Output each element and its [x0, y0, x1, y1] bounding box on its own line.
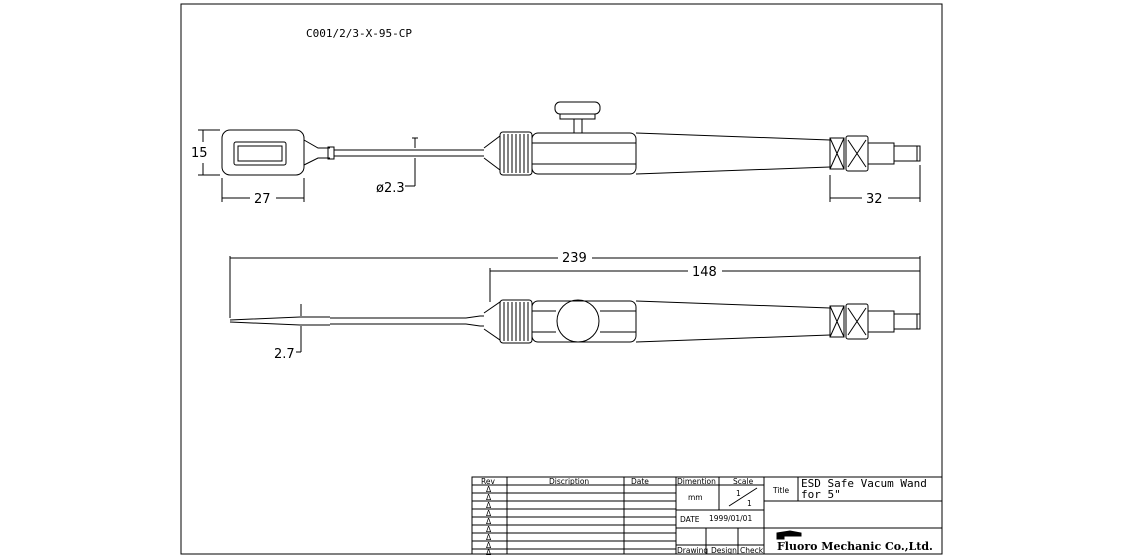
rev-mark: Δ	[486, 501, 492, 510]
pad-neck	[303, 139, 330, 149]
blade-tip	[229, 316, 330, 321]
dim-tail-length: 32	[866, 192, 883, 207]
drawing-title-line2: for 5"	[801, 488, 841, 501]
design-label: Design	[711, 546, 737, 555]
rev-mark: Δ	[486, 509, 492, 518]
suction-pad-inner	[233, 141, 287, 166]
company-logo-icon	[776, 530, 802, 540]
date-header: Date	[631, 477, 649, 486]
top-view: 15 27 ø2.3 32	[191, 101, 921, 207]
rev-mark: Δ	[486, 525, 492, 534]
rev-mark: Δ	[486, 548, 492, 557]
rev-mark: Δ	[486, 485, 492, 494]
dim-body-length: 148	[692, 265, 717, 280]
scale-bottom: 1	[747, 499, 752, 508]
grip-taper	[635, 132, 831, 141]
wand-body	[531, 132, 637, 175]
description-header: Discription	[549, 477, 589, 486]
side-view: 239 148	[229, 251, 921, 362]
thumb-valve-side	[556, 299, 600, 343]
rev-mark: Δ	[486, 517, 492, 526]
drawing-label: Drawing	[677, 546, 708, 555]
rev-mark: Δ	[486, 541, 492, 550]
date-label: DATE	[680, 515, 700, 524]
dimension-header: Dimention	[677, 477, 716, 486]
check-label: Check	[740, 546, 764, 555]
hose-coupling	[829, 135, 921, 172]
date-value: 1999/01/01	[709, 514, 752, 523]
drawing-frame	[180, 3, 943, 555]
part-number: C001/2/3-X-95-CP	[306, 27, 412, 40]
hose-coupling-side	[829, 303, 921, 340]
rev-header: Rev	[481, 477, 495, 486]
dim-handle-width: 27	[254, 192, 271, 207]
company-name: Fluoro Mechanic Co.,Ltd.	[777, 540, 933, 553]
wand-body-side	[531, 300, 637, 343]
dim-needle-diameter: ø2.3	[376, 181, 405, 196]
rev-mark: Δ	[486, 533, 492, 542]
nozzle-cone-side	[483, 301, 501, 341]
title-block: Rev Discription Date Δ Δ Δ Δ Δ Δ Δ Δ Δ D…	[471, 476, 943, 557]
dimension-unit: mm	[688, 493, 703, 502]
rev-mark: Δ	[486, 493, 492, 502]
title-label: Title	[772, 486, 789, 495]
scale-header: Scale	[733, 477, 754, 486]
drawing-title-line1: ESD Safe Vacum Wand	[801, 477, 927, 490]
dim-tip-thickness: 2.7	[274, 347, 295, 362]
dim-handle-height: 15	[191, 146, 208, 161]
suction-pad-outer	[221, 129, 305, 176]
nozzle-cone	[483, 135, 501, 171]
scale-top: 1	[736, 489, 741, 498]
suction-pad-slot	[237, 145, 283, 162]
thumb-valve	[554, 101, 601, 134]
dim-overall-length: 239	[562, 251, 587, 266]
